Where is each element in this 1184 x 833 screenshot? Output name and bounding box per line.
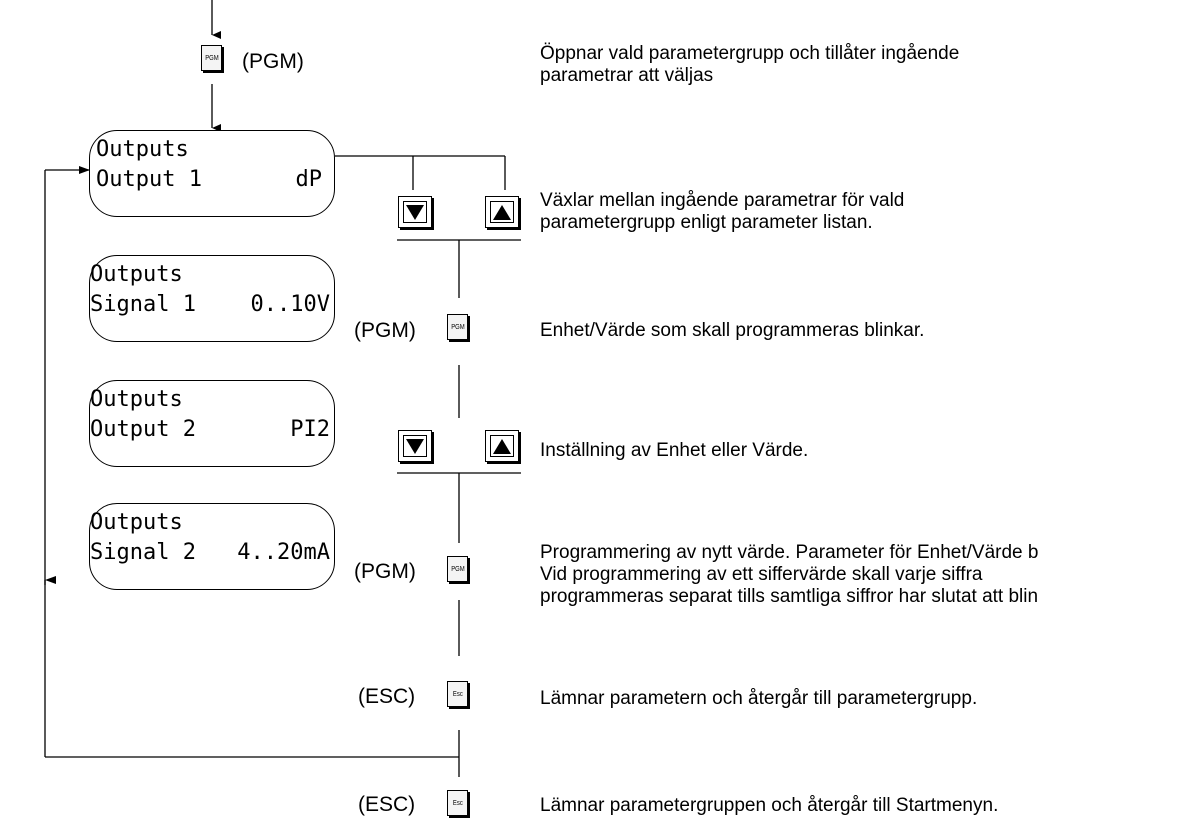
display-line1: Outputs: [90, 387, 183, 412]
pgm-top-label: (PGM): [242, 50, 304, 73]
lcd-display-signal1: Outputs Signal 1 0..10V: [89, 255, 335, 342]
description-line: Programmering av nytt värde. Parameter f…: [540, 542, 1039, 563]
display-line2-left: Output 1: [96, 167, 202, 192]
description-setting: Inställning av Enhet eller Värde.: [540, 440, 808, 462]
display-line1: Outputs: [90, 262, 183, 287]
up-arrow-key-2[interactable]: [485, 430, 519, 462]
description-line: Öppnar vald parametergrupp och tillåter …: [540, 43, 960, 64]
down-arrow-key-1[interactable]: [398, 196, 432, 228]
pgm-key-mid2[interactable]: PGM: [447, 556, 468, 582]
display-line2-right: 4..20mA: [237, 540, 330, 565]
description-line: Enhet/Värde som skall programmeras blink…: [540, 320, 925, 341]
display-line2-right: dP: [295, 167, 323, 192]
down-arrow-icon: [403, 201, 427, 223]
lcd-display-output2: Outputs Output 2 PI2: [89, 380, 335, 467]
esc-key-2[interactable]: Esc: [447, 790, 468, 816]
display-line2-left: Signal 2: [90, 540, 196, 565]
down-arrow-key-2[interactable]: [398, 430, 432, 462]
description-toggle-params: Växlar mellan ingående parametrar för va…: [540, 190, 904, 234]
down-arrow-icon: [403, 435, 427, 457]
pgm-mid1-label: (PGM): [354, 319, 416, 342]
pgm-key-mid1-label: PGM: [450, 323, 465, 331]
esc-key-2-label: Esc: [452, 799, 463, 807]
description-line: programmeras separat tills samtliga siff…: [540, 586, 1039, 607]
pgm-key-mid1[interactable]: PGM: [447, 314, 468, 340]
description-open-group: Öppnar vald parametergrupp och tillåter …: [540, 43, 959, 87]
description-blink: Enhet/Värde som skall programmeras blink…: [540, 320, 924, 342]
description-line: Lämnar parametern och återgår till param…: [540, 688, 978, 709]
display-line2-right: PI2: [290, 417, 330, 442]
esc-key-1[interactable]: Esc: [447, 681, 468, 707]
pgm-mid2-label: (PGM): [354, 560, 416, 583]
description-line: parametergrupp enligt parameter listan.: [540, 212, 873, 233]
display-line1: Outputs: [90, 510, 183, 535]
up-arrow-icon: [490, 435, 514, 457]
pgm-key-mid2-label: PGM: [450, 565, 465, 573]
up-arrow-key-1[interactable]: [485, 196, 519, 228]
lcd-display-output1: Outputs Output 1 dP: [89, 130, 335, 217]
description-line: parametrar att väljas: [540, 65, 714, 86]
up-arrow-icon: [490, 201, 514, 223]
description-line: Vid programmering av ett siffervärde ska…: [540, 564, 983, 585]
description-line: Lämnar parametergruppen och återgår till…: [540, 795, 999, 816]
display-line2-right: 0..10V: [250, 292, 330, 317]
description-programming: Programmering av nytt värde. Parameter f…: [540, 542, 1038, 608]
pgm-key-top-label: PGM: [204, 54, 219, 62]
description-line: Inställning av Enhet eller Värde.: [540, 440, 809, 461]
esc-key-1-label: Esc: [452, 690, 463, 698]
display-line2-left: Signal 1: [90, 292, 196, 317]
esc1-label: (ESC): [358, 685, 416, 708]
description-leave-param: Lämnar parametern och återgår till param…: [540, 688, 977, 710]
pgm-key-top[interactable]: PGM: [201, 45, 222, 71]
description-leave-group: Lämnar parametergruppen och återgår till…: [540, 795, 998, 817]
description-line: Växlar mellan ingående parametrar för va…: [540, 190, 905, 211]
esc2-label: (ESC): [358, 793, 416, 816]
display-line2-left: Output 2: [90, 417, 196, 442]
lcd-display-signal2: Outputs Signal 2 4..20mA: [89, 503, 335, 590]
display-line1: Outputs: [96, 137, 189, 162]
